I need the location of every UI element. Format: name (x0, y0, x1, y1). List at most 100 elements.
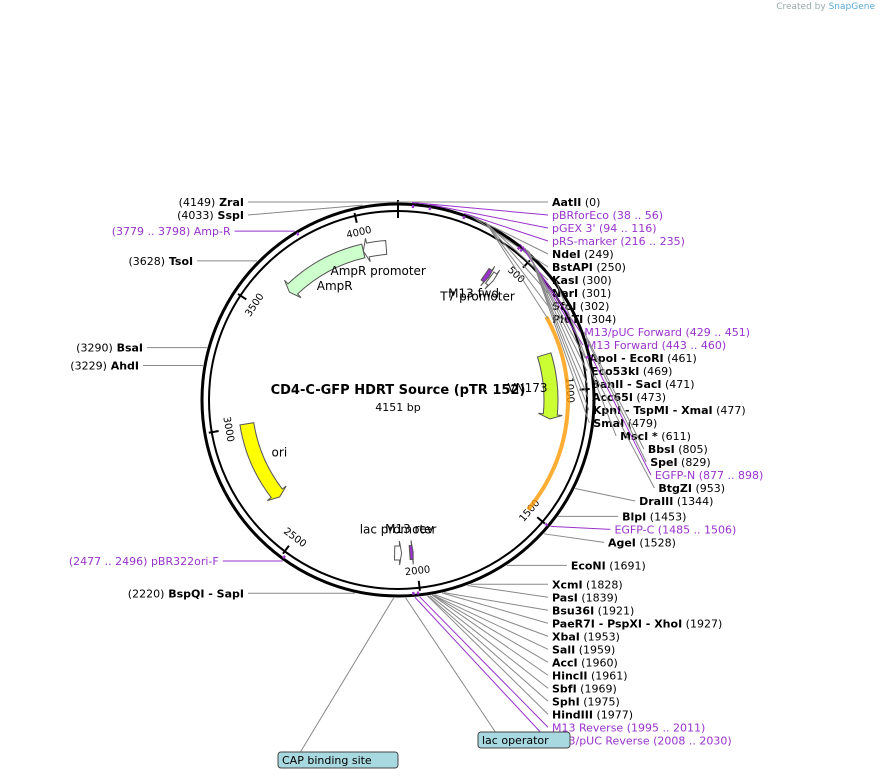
site-label-part: (611) (658, 430, 691, 443)
site-leader-39 (432, 594, 549, 650)
site-label-part: (1960) (578, 656, 618, 669)
site-label-part: HindIII (552, 708, 593, 721)
site-label-part: (471) (662, 378, 695, 391)
site-label-bsu36i-1921: Bsu36I (1921) (552, 604, 634, 617)
site-label-part: (3779 .. 3798) (112, 225, 191, 238)
site-label-part: HincII (552, 669, 588, 682)
site-label-3779-3798-amp-r: (3779 .. 3798) Amp-R (112, 225, 231, 238)
feature-label-t7-promoter: T7 promoter (439, 290, 515, 304)
site-label-banii-saci-471: BanII - SacI (471) (592, 378, 695, 391)
site-label-part: (1453) (646, 510, 686, 523)
tick-mark-4000 (353, 212, 358, 223)
box-label-lac-operator: lac operator (482, 734, 549, 747)
site-label-part: SspI (214, 209, 244, 222)
site-label-part: DraIII (639, 495, 673, 508)
site-label-part: (2477 .. 2496) (69, 555, 148, 568)
site-label-part: EcoNI (571, 559, 606, 572)
site-label-part: (94 .. 116) (596, 222, 657, 235)
site-leader-8 (470, 215, 549, 268)
site-label-part: (301) (578, 287, 611, 300)
site-label-pasi-1839: PasI (1839) (552, 591, 618, 604)
feature-arrow-ampr (284, 243, 366, 299)
site-label-part: TsoI (165, 255, 193, 268)
site-label-part: (443 .. 460) (658, 339, 726, 352)
feature-label-m13-rev: M13 rev (385, 522, 434, 536)
site-label-part: AatII (552, 196, 581, 209)
site-label-part: AccI (552, 656, 578, 669)
site-leader-18 (527, 250, 588, 385)
site-leader-29 (575, 488, 636, 502)
site-label-part: (429 .. 451) (682, 326, 750, 339)
feature-arrow-ori (239, 422, 287, 502)
site-label-part: (805) (675, 443, 708, 456)
site-label-part: pBRforEco (552, 209, 609, 222)
site-leader-43 (427, 595, 549, 702)
site-label-part: (1995 .. 2011) (623, 721, 705, 734)
site-label-part: (4149) (179, 196, 216, 209)
site-label-blpi-1453: BlpI (1453) (622, 510, 686, 523)
site-label-sbfi-1969: SbfI (1969) (552, 682, 617, 695)
plasmid-name: CD4-C-GFP HDRT Source (pTR 152) (271, 383, 526, 398)
site-label-part: AhdI (107, 359, 139, 372)
site-label-part: BtgZI (658, 482, 692, 495)
site-label-part: - SapI (204, 587, 244, 600)
site-leader-42 (429, 595, 549, 689)
site-label-part: - PspXI (595, 617, 642, 630)
feature-arrow-ampr-promoter (362, 238, 388, 263)
site-label-part: MscI * (620, 430, 658, 443)
site-label-part: (38 .. 56) (609, 209, 663, 222)
site-label-part: pGEX 3' (552, 222, 596, 235)
site-leader-24 (583, 331, 645, 450)
site-label-xcmi-1828: XcmI (1828) (552, 578, 623, 591)
site-label-part: (1969) (577, 682, 617, 695)
site-leader-2 (247, 204, 363, 216)
site-label-part: (469) (639, 365, 672, 378)
box-lac-operator (477, 731, 571, 749)
site-label-3290-bsai: (3290) BsaI (76, 342, 143, 355)
site-label-part: SbfI (552, 682, 577, 695)
site-label-part: (1959) (575, 643, 615, 656)
site-leader-10 (484, 221, 549, 294)
site-label-part: (1528) (636, 536, 676, 549)
site-label-part: XbaI (552, 630, 580, 643)
site-label-part: (304) (583, 313, 616, 326)
site-label-hincii-1961: HincII (1961) (552, 669, 628, 682)
plasmid-length: 4151 bp (375, 401, 420, 414)
site-label-part: (1927) (682, 617, 722, 630)
site-label-part: BbsI (648, 443, 675, 456)
site-label-part: (216 .. 235) (617, 235, 685, 248)
feature-label-ori: ori (272, 446, 288, 460)
site-label-part: (829) (678, 456, 711, 469)
site-label-3628-tsoi: (3628) TsoI (128, 255, 193, 268)
site-label-ndei-249: NdeI (249) (552, 248, 614, 261)
site-leader-35 (467, 584, 549, 598)
site-label-part: (1961) (588, 669, 628, 682)
primer-mark-27 (585, 355, 589, 359)
site-label-part: PaeR7I (552, 617, 595, 630)
site-label-part: (0) (581, 196, 600, 209)
site-label-4149-zrai: (4149) ZraI (179, 196, 244, 209)
site-label-4033-sspi: (4033) SspI (177, 209, 244, 222)
site-label-part: (473) (633, 391, 666, 404)
box-leader-cap-binding-site (297, 597, 395, 757)
site-label-part: SmaI (593, 417, 624, 430)
site-label-sfoi-302: SfoI (302) (552, 300, 609, 313)
site-label-part: (3229) (70, 359, 107, 372)
site-label-hindiii-1977: HindIII (1977) (552, 708, 633, 721)
site-label-part: - SacI (623, 378, 661, 391)
site-label-part: SphI (552, 695, 580, 708)
site-label-egfp-n-877-898: EGFP-N (877 .. 898) (655, 469, 763, 482)
site-label-part: (3290) (76, 342, 113, 355)
site-label-btgzi-953: BtgZI (953) (658, 482, 725, 495)
tick-mark-3500 (237, 293, 247, 301)
site-label-sphi-1975: SphI (1975) (552, 695, 620, 708)
backbone-outer-ring (200, 202, 596, 598)
site-label-part: NarI (552, 287, 578, 300)
site-label-part: NdeI (552, 248, 581, 261)
feature-arrow-lac-promoter (393, 540, 403, 566)
site-label-part: Amp-R (190, 225, 231, 238)
site-label-m13-puc-reverse-2008-2030: M13/pUC Reverse (2008 .. 2030) (552, 734, 732, 747)
site-label-m13-reverse-1995-2011: M13 Reverse (1995 .. 2011) (552, 721, 705, 734)
site-label-econi-1691: EcoNI (1691) (571, 559, 646, 572)
